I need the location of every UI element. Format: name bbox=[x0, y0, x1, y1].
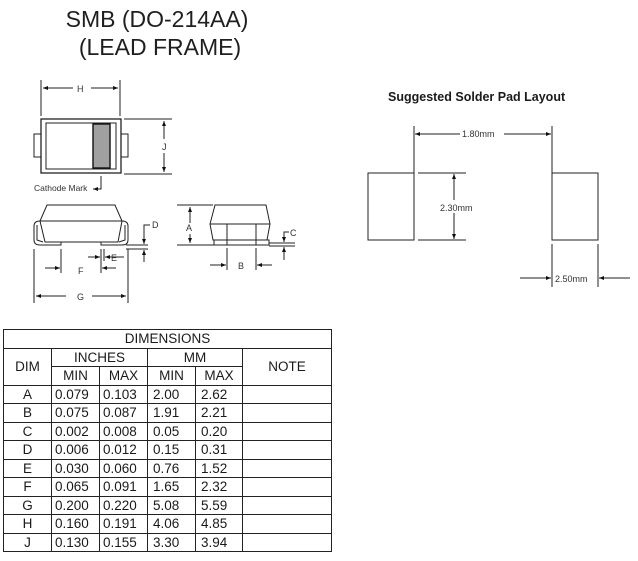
package-subtitle: (LEAD FRAME) bbox=[78, 34, 242, 60]
dimensions-table: DIMENSIONS DIM INCHES MM NOTE MIN MAX MI… bbox=[3, 329, 332, 552]
mm-max-cell: 2.62 bbox=[195, 384, 243, 404]
mm-max-cell: 3.94 bbox=[195, 532, 243, 552]
dim-j-label: J bbox=[162, 142, 167, 152]
note-cell bbox=[242, 421, 332, 441]
dim-b-label: B bbox=[238, 261, 244, 271]
package-drawing: H J Cathode Mark D E F G bbox=[33, 80, 630, 303]
col-dim-header: DIM bbox=[3, 347, 52, 386]
table-title: DIMENSIONS bbox=[3, 329, 332, 349]
mm-max-header: MAX bbox=[195, 366, 243, 386]
dim-cell: E bbox=[3, 458, 52, 478]
dim-cell: A bbox=[3, 384, 52, 404]
pad-width-label: 2.50mm bbox=[555, 274, 588, 284]
dim-cell: J bbox=[3, 532, 52, 552]
dim-a-label: A bbox=[186, 223, 192, 233]
mm-min-cell: 3.30 bbox=[147, 532, 196, 552]
in-max-cell: 0.091 bbox=[99, 477, 148, 497]
in-max-cell: 0.087 bbox=[99, 403, 148, 423]
mm-min-header: MIN bbox=[147, 366, 196, 386]
note-cell bbox=[242, 440, 332, 460]
note-cell bbox=[242, 532, 332, 552]
side-view bbox=[33, 204, 150, 303]
dim-cell: H bbox=[3, 514, 52, 534]
mm-min-cell: 1.91 bbox=[147, 403, 196, 423]
mm-max-cell: 4.85 bbox=[195, 514, 243, 534]
right-pad bbox=[551, 172, 599, 241]
in-min-cell: 0.079 bbox=[51, 384, 100, 404]
in-max-cell: 0.008 bbox=[99, 421, 148, 441]
note-cell bbox=[242, 514, 332, 534]
dim-c-label: C bbox=[290, 228, 297, 238]
in-max-header: MAX bbox=[99, 366, 148, 386]
mm-max-cell: 2.32 bbox=[195, 477, 243, 497]
mm-max-cell: 2.21 bbox=[195, 403, 243, 423]
in-max-cell: 0.012 bbox=[99, 440, 148, 460]
note-header: NOTE bbox=[242, 347, 332, 386]
cathode-mark-label: Cathode Mark bbox=[34, 183, 88, 193]
mm-min-cell: 0.15 bbox=[147, 440, 196, 460]
note-cell bbox=[242, 458, 332, 478]
in-min-cell: 0.065 bbox=[51, 477, 100, 497]
mm-group-header: MM bbox=[147, 347, 243, 367]
package-title: SMB (DO-214AA) bbox=[65, 6, 249, 32]
end-view bbox=[177, 204, 295, 270]
solder-pad-layout bbox=[367, 126, 630, 287]
dim-cell: D bbox=[3, 440, 52, 460]
mm-max-cell: 0.20 bbox=[195, 421, 243, 441]
in-min-cell: 0.200 bbox=[51, 495, 100, 515]
in-max-cell: 0.155 bbox=[99, 532, 148, 552]
in-min-cell: 0.030 bbox=[51, 458, 100, 478]
in-max-cell: 0.060 bbox=[99, 458, 148, 478]
note-cell bbox=[242, 403, 332, 423]
mm-min-cell: 0.05 bbox=[147, 421, 196, 441]
pad-height-label: 2.30mm bbox=[440, 203, 473, 213]
dim-cell: C bbox=[3, 421, 52, 441]
mm-min-cell: 2.00 bbox=[147, 384, 196, 404]
dim-cell: B bbox=[3, 403, 52, 423]
mm-min-cell: 1.65 bbox=[147, 477, 196, 497]
mm-max-cell: 5.59 bbox=[195, 495, 243, 515]
left-pad bbox=[367, 172, 415, 241]
in-min-header: MIN bbox=[51, 366, 100, 386]
note-cell bbox=[242, 384, 332, 404]
in-min-cell: 0.002 bbox=[51, 421, 100, 441]
in-min-cell: 0.075 bbox=[51, 403, 100, 423]
in-max-cell: 0.220 bbox=[99, 495, 148, 515]
dim-cell: F bbox=[3, 477, 52, 497]
in-min-cell: 0.006 bbox=[51, 440, 100, 460]
mm-max-cell: 0.31 bbox=[195, 440, 243, 460]
pad-spacing-label: 1.80mm bbox=[462, 129, 495, 139]
mm-max-cell: 1.52 bbox=[195, 458, 243, 478]
in-max-cell: 0.191 bbox=[99, 514, 148, 534]
dim-d-label: D bbox=[152, 220, 159, 230]
mm-min-cell: 4.06 bbox=[147, 514, 196, 534]
note-cell bbox=[242, 477, 332, 497]
mm-min-cell: 5.08 bbox=[147, 495, 196, 515]
in-min-cell: 0.160 bbox=[51, 514, 100, 534]
top-view bbox=[33, 80, 172, 191]
inches-group-header: INCHES bbox=[51, 347, 148, 367]
in-min-cell: 0.130 bbox=[51, 532, 100, 552]
dim-cell: G bbox=[3, 495, 52, 515]
mm-min-cell: 0.76 bbox=[147, 458, 196, 478]
dim-g-label: G bbox=[77, 292, 84, 302]
dim-f-label: F bbox=[78, 266, 84, 276]
solder-pad-title: Suggested Solder Pad Layout bbox=[388, 90, 566, 104]
note-cell bbox=[242, 495, 332, 515]
in-max-cell: 0.103 bbox=[99, 384, 148, 404]
dim-e-label: E bbox=[111, 253, 117, 263]
dim-h-label: H bbox=[77, 84, 84, 94]
